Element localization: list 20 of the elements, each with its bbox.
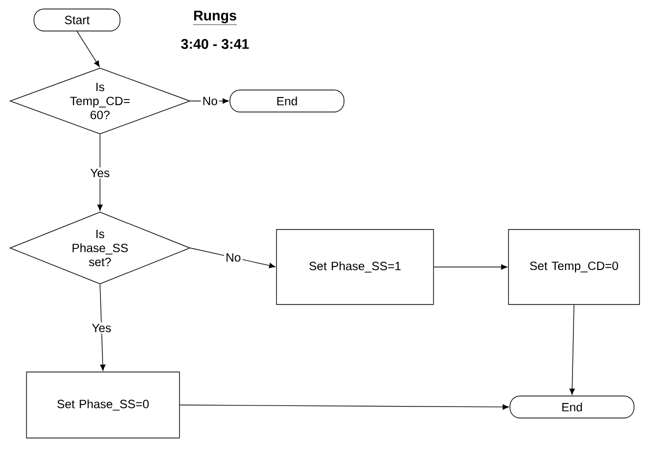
subtitle: 3:40 - 3:41: [181, 39, 249, 49]
arrow: [100, 284, 106, 371]
process-box: Set Temp_CD=0: [508, 229, 640, 305]
arrow: [190, 98, 229, 104]
arrow: [76, 31, 100, 67]
arrow: [97, 134, 103, 211]
arrow: [434, 264, 508, 270]
terminal-box: Start: [34, 8, 120, 32]
arrow: [180, 404, 509, 410]
process-box: Set Phase_SS=0: [26, 372, 180, 438]
edge-label: Yes: [88, 167, 112, 179]
process-box: Set Phase_SS=1: [276, 229, 434, 305]
edge-label: No: [200, 95, 220, 107]
edge-label: Yes: [90, 322, 113, 334]
arrow: [190, 248, 276, 268]
arrow: [569, 304, 575, 395]
edge-label: No: [224, 252, 242, 264]
terminal-box: End: [230, 90, 344, 112]
terminal-box: End: [510, 396, 634, 418]
title: Rungs: [193, 10, 237, 25]
